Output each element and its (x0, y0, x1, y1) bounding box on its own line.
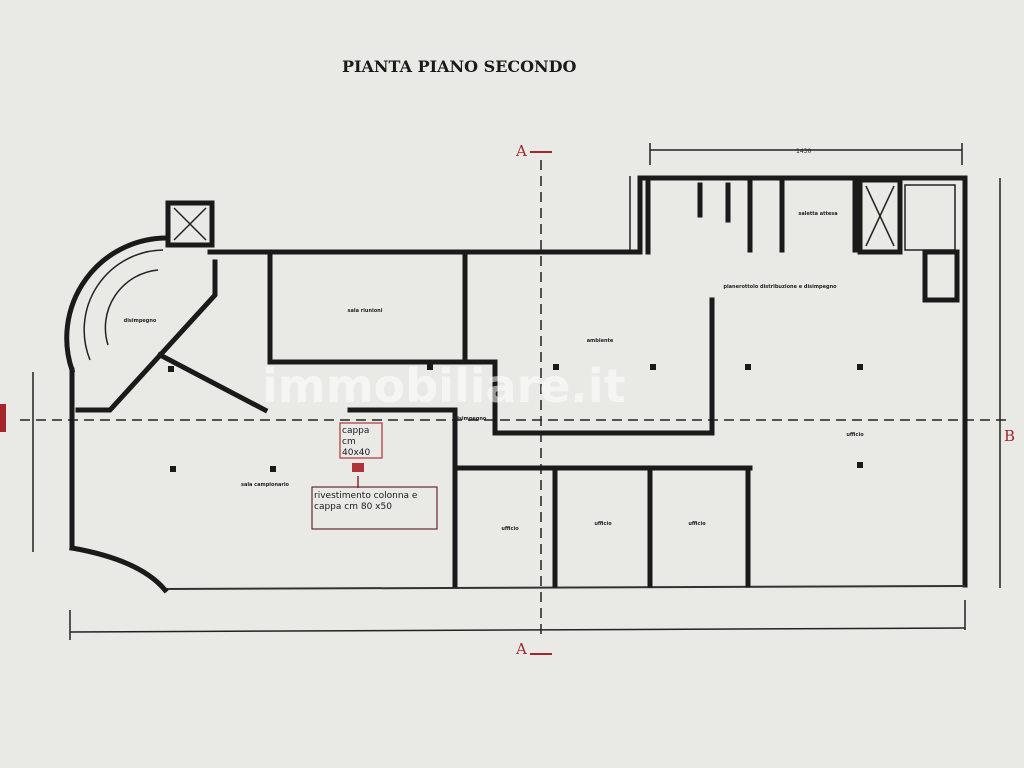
room-label-sala-campionario: sala campionario (241, 482, 290, 488)
pillars (168, 364, 863, 472)
room-label-ufficio-big: ufficio (846, 432, 864, 438)
svg-text:cappa: cappa (342, 426, 369, 436)
plan-title: PIANTA PIANO SECONDO (342, 57, 577, 76)
toilets-block (645, 175, 858, 255)
note-cappa: cappa cm 40x40 (339, 422, 383, 459)
spiral-staircase (64, 235, 171, 374)
watermark: immobiliare.it (262, 359, 626, 413)
section-mark-a-bottom: A (515, 640, 527, 658)
svg-text:rivestimento colonna e: rivestimento colonna e (314, 491, 418, 501)
dimension-lines (32, 143, 1001, 640)
svg-text:cappa cm 80 x50: cappa cm 80 x50 (314, 502, 392, 512)
section-mark-b: B (1004, 427, 1015, 445)
room-label-pianerottolo: pianerottolo distribuzione e disimpegno (723, 284, 837, 290)
room-label-disimpegno: disimpegno (454, 416, 487, 422)
dimension-top-label: 1430 (796, 148, 811, 155)
svg-text:40x40: 40x40 (342, 448, 371, 458)
column-marker (352, 463, 364, 472)
lift-left (165, 200, 215, 248)
room-label-ufficio-3: ufficio (688, 521, 706, 527)
section-mark-a-top: A (515, 142, 527, 160)
section-mark-left-fragment (0, 404, 6, 432)
room-label-sala-riunioni: sala riunioni (348, 308, 383, 314)
outer-walls (69, 175, 968, 594)
room-label-ambiente: ambiente (587, 338, 614, 344)
lift-right (857, 177, 903, 255)
stair-right (904, 184, 960, 303)
room-label-disimpegno-stair: disimpegno (124, 318, 157, 324)
room-label-ufficio-1: ufficio (501, 526, 519, 532)
note-rivestimento: rivestimento colonna e cappa cm 80 x50 (311, 486, 438, 530)
svg-text:cm: cm (342, 437, 356, 447)
room-label-saletta-attesa: saletta attesa (798, 211, 837, 217)
room-label-ufficio-2: ufficio (594, 521, 612, 527)
interior-walls (75, 249, 753, 588)
